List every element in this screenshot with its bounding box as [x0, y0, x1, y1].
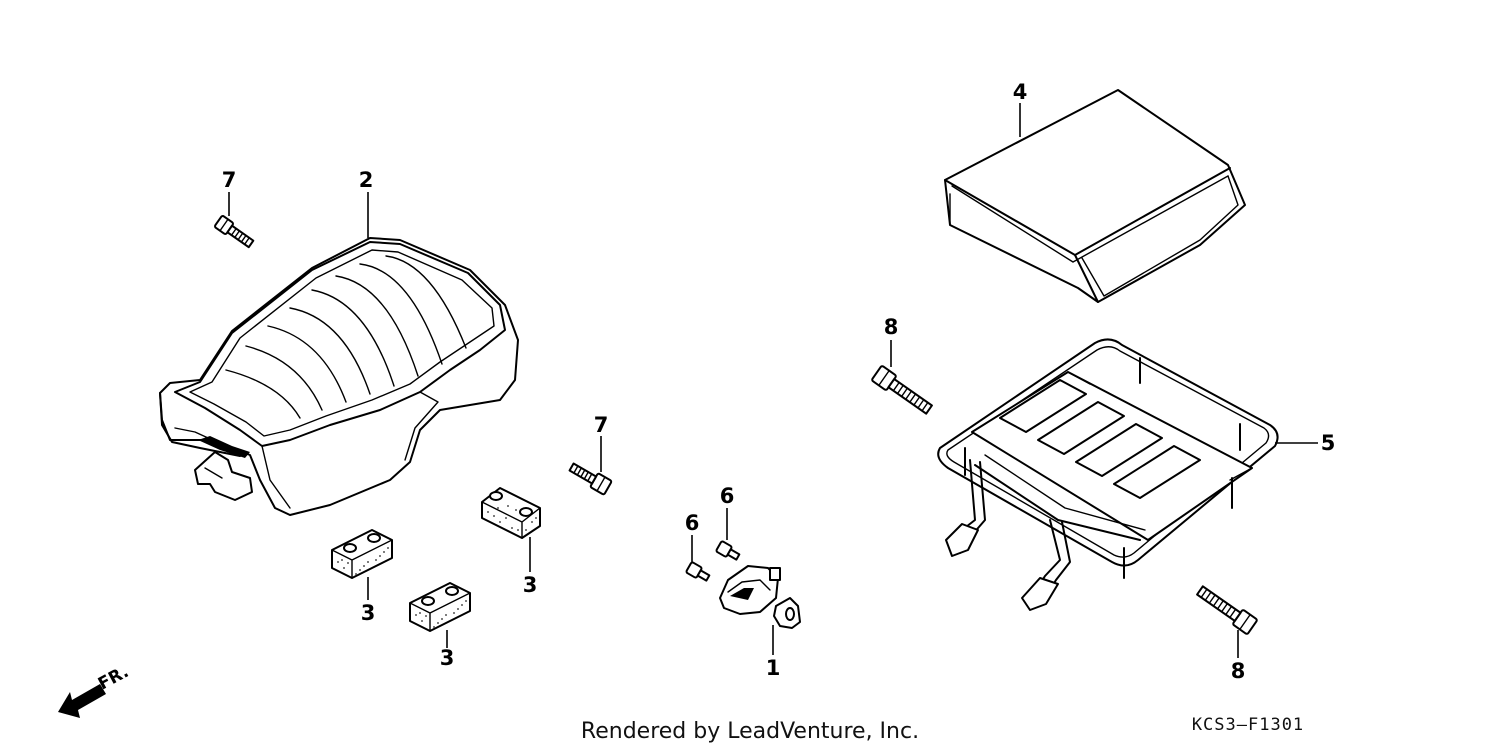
bolt-7-middle: [568, 462, 613, 496]
callout-3-left: 3: [361, 601, 376, 625]
rear-seat-4: [944, 89, 1246, 303]
callout-7-upper: 7: [222, 168, 237, 192]
bolt-7-upper: [214, 215, 255, 249]
callout-3-right: 3: [523, 573, 538, 597]
luggage-rack-5: [937, 338, 1279, 611]
callout-4: 4: [1013, 80, 1028, 104]
callout-1: 1: [766, 656, 781, 680]
callout-6-upper: 6: [720, 484, 735, 508]
front-arrow-icon: [58, 684, 106, 718]
leader-lines: [228, 103, 1318, 658]
callout-2: 2: [359, 168, 374, 192]
callout-5: 5: [1321, 431, 1336, 455]
rubber-block-3-center: [409, 582, 471, 632]
rubber-block-3-right: [481, 487, 541, 539]
callout-7-middle: 7: [594, 413, 609, 437]
diagram-code: KCS3–F1301: [1192, 715, 1304, 735]
main-seat: [159, 237, 519, 516]
bolt-8-upper: [871, 365, 933, 415]
callout-6-lower: 6: [685, 511, 700, 535]
seat-lock-1: [719, 565, 801, 629]
screw-6-lower: [685, 561, 711, 582]
callout-8-upper: 8: [884, 315, 899, 339]
callout-labels: 7 2 4 8 5 7 6 6 1 3 3 3 8: [222, 80, 1336, 683]
screw-6-upper: [715, 540, 741, 561]
callout-8-lower: 8: [1231, 659, 1246, 683]
front-direction-marker: FR.: [58, 662, 132, 718]
rubber-block-3-left: [331, 529, 393, 579]
render-credit: Rendered by LeadVenture, Inc.: [581, 719, 919, 744]
callout-3-center: 3: [440, 646, 455, 670]
bolt-8-lower: [1196, 585, 1258, 635]
